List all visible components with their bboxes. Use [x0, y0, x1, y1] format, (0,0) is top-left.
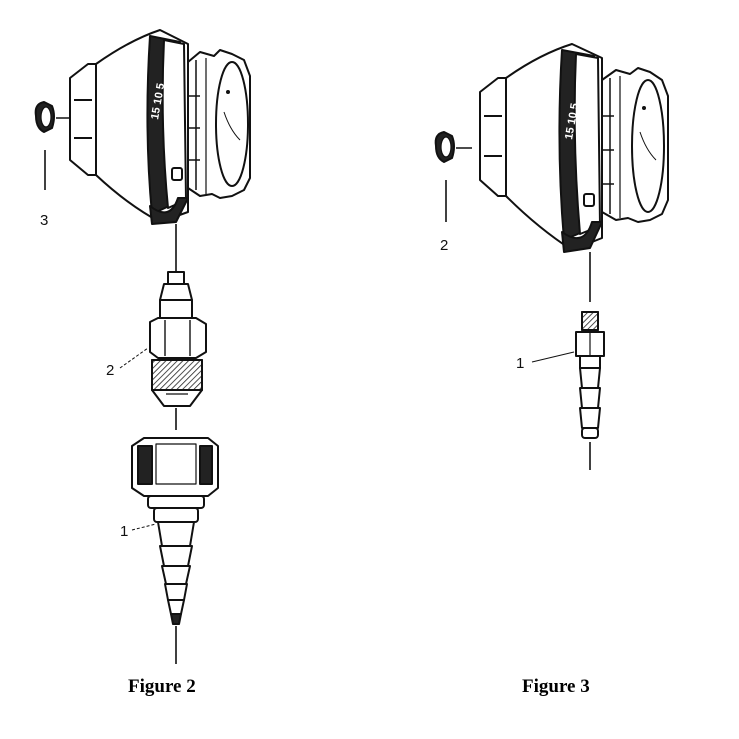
fig3-callout-1: 1: [516, 355, 524, 372]
figure-2-caption: Figure 2: [128, 676, 196, 697]
fig2-callout-1: 1: [120, 523, 128, 540]
fig2-callout-3: 3: [40, 212, 48, 229]
fig3-callout-2: 2: [440, 237, 448, 254]
figure-2-drawing: 15 10 5: [34, 29, 251, 664]
regulator-body: [69, 29, 251, 225]
regulator-body: [479, 43, 669, 253]
hose-nozzle-fitting: [131, 437, 219, 664]
hose-barb-fitting: [575, 311, 605, 470]
threaded-adapter: [149, 271, 207, 407]
figure-3-drawing: 15 10 5: [434, 43, 669, 470]
fig2-callout-2: 2: [106, 362, 114, 379]
figure-3-caption: Figure 3: [522, 676, 590, 697]
seal-washer: [434, 131, 472, 222]
seal-washer: [34, 101, 70, 190]
